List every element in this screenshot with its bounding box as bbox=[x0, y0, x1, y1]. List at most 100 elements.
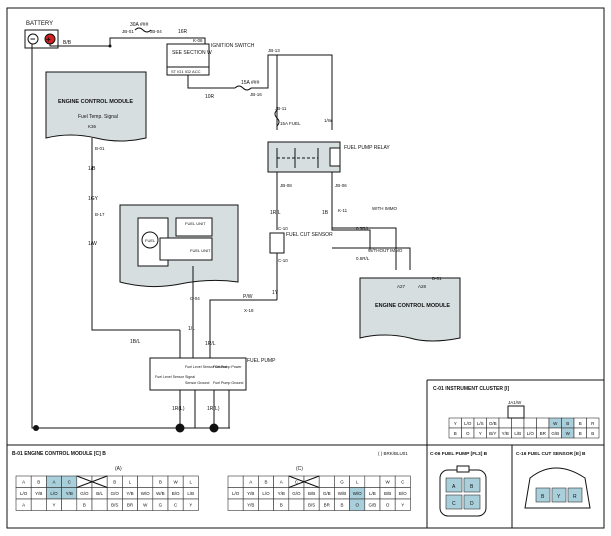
svg-text:O: O bbox=[355, 503, 359, 508]
svg-text:B/L: B/L bbox=[96, 491, 103, 496]
connector-pin: B/B bbox=[303, 487, 320, 500]
connector-pin: B/B bbox=[379, 487, 396, 500]
connector-label: JB-01 bbox=[122, 29, 134, 34]
connector-pin: Y/B bbox=[273, 487, 290, 500]
svg-text:W/O: W/O bbox=[353, 491, 362, 496]
svg-text:Y/B: Y/B bbox=[502, 431, 509, 436]
svg-text:JB-16: JB-16 bbox=[250, 92, 262, 97]
svg-text:A: A bbox=[52, 480, 55, 485]
connector-pin: W bbox=[548, 417, 562, 429]
connector-pin bbox=[523, 417, 537, 429]
connector-pin: W/O bbox=[349, 487, 366, 500]
fuel-cut-connector: B Y R bbox=[524, 467, 591, 509]
svg-text:G/B: G/B bbox=[369, 503, 377, 508]
svg-text:JB-08: JB-08 bbox=[280, 183, 292, 188]
connector-pin: B bbox=[30, 475, 47, 488]
svg-text:O/B: O/B bbox=[489, 421, 497, 426]
connector-pin bbox=[288, 498, 305, 511]
connector-pin: G/B bbox=[318, 487, 335, 500]
connector-pin: B bbox=[573, 417, 587, 429]
svg-text:B: B bbox=[541, 494, 545, 500]
svg-text:C: C bbox=[452, 501, 456, 507]
svg-text:1B: 1B bbox=[322, 210, 329, 216]
connector-pin: Y bbox=[448, 417, 462, 429]
connector-pin: A bbox=[242, 475, 259, 488]
blank-pin-mark bbox=[76, 475, 108, 488]
svg-text:B: B bbox=[280, 503, 283, 508]
connector-pin bbox=[511, 417, 525, 429]
svg-text:W: W bbox=[143, 503, 148, 508]
svg-text:1/W: 1/W bbox=[324, 118, 333, 123]
panel-title: C-06 FUEL PUMP [FL3] B bbox=[430, 451, 488, 457]
svg-text:0.5R/L: 0.5R/L bbox=[356, 226, 370, 231]
svg-text:Y/B: Y/B bbox=[35, 491, 42, 496]
svg-text:C: C bbox=[401, 480, 405, 485]
connector-pin: Y bbox=[473, 427, 487, 439]
svg-text:1R/L: 1R/L bbox=[205, 341, 216, 347]
svg-text:L/B: L/B bbox=[187, 491, 194, 496]
svg-text:R: R bbox=[573, 494, 577, 500]
svg-text:L/B: L/B bbox=[514, 431, 521, 436]
svg-text:L/O: L/O bbox=[527, 431, 535, 436]
connector-pin: B/O bbox=[167, 487, 184, 500]
connector-pin: B/O bbox=[394, 487, 411, 500]
svg-text:1GY: 1GY bbox=[88, 196, 99, 202]
fuel-unit: FUEL FUEL UNIT FUEL UNIT bbox=[119, 204, 239, 288]
svg-text:Y: Y bbox=[401, 503, 404, 508]
fuel-pump: FUEL PUMP Fuel Level Sensor Signal Fuel … bbox=[149, 357, 276, 391]
svg-text:A28: A28 bbox=[418, 284, 427, 289]
connector-pin: A bbox=[46, 475, 62, 488]
svg-text:L/O: L/O bbox=[232, 491, 240, 496]
svg-text:1R/L: 1R/L bbox=[270, 210, 281, 216]
connector-pin: Y bbox=[394, 498, 411, 511]
svg-text:B/Y: B/Y bbox=[489, 431, 496, 436]
battery-label: BATTERY bbox=[26, 21, 53, 27]
connector-pin: L bbox=[122, 475, 138, 488]
connector-pin: BR bbox=[318, 498, 335, 511]
svg-text:JA1/W: JA1/W bbox=[508, 400, 522, 405]
svg-text:G01: G01 bbox=[176, 427, 183, 431]
panel-title: C-01 INSTRUMENT CLUSTER [I] bbox=[433, 386, 509, 392]
connector-pin: Y bbox=[182, 498, 199, 511]
connector-pin: B bbox=[448, 427, 462, 439]
svg-text:Y/B: Y/B bbox=[66, 491, 73, 496]
svg-text:A: A bbox=[280, 480, 283, 485]
connector-pin bbox=[91, 498, 108, 511]
svg-text:B: B bbox=[579, 431, 582, 436]
connector-pin: Y/B bbox=[242, 487, 259, 500]
ecm-top-label: ENGINE CONTROL MODULE bbox=[58, 99, 133, 105]
connector-pin: BR bbox=[536, 427, 550, 439]
svg-text:Y/B: Y/B bbox=[278, 491, 285, 496]
svg-text:G/O: G/O bbox=[292, 491, 301, 496]
svg-text:O: O bbox=[466, 431, 470, 436]
connector-pin bbox=[258, 498, 274, 511]
connector-pin: O bbox=[349, 498, 366, 511]
connector-pin: O bbox=[461, 427, 475, 439]
connector-pin bbox=[91, 475, 108, 488]
svg-text:ST IG1 IG2 ACC: ST IG1 IG2 ACC bbox=[171, 69, 201, 74]
svg-text:C: C bbox=[174, 503, 178, 508]
fuse-label: 30A ### bbox=[130, 22, 149, 28]
svg-text:15A ###: 15A ### bbox=[241, 80, 260, 86]
svg-text:JB-11: JB-11 bbox=[275, 106, 287, 111]
svg-text:+: + bbox=[46, 35, 51, 44]
svg-text:B: B bbox=[264, 480, 267, 485]
connector-pin bbox=[227, 475, 244, 488]
svg-text:Fuel Pump Power: Fuel Pump Power bbox=[213, 365, 242, 369]
svg-text:L/B: L/B bbox=[369, 491, 376, 496]
panel-title: C-16 FUEL CUT SENSOR [E] B bbox=[516, 451, 586, 457]
connector-pin bbox=[137, 475, 154, 488]
connector-pin: O bbox=[379, 498, 396, 511]
svg-text:B: B bbox=[579, 421, 582, 426]
svg-text:B-17: B-17 bbox=[95, 212, 105, 217]
connector-pin bbox=[76, 475, 93, 488]
svg-text:−: − bbox=[30, 34, 35, 44]
svg-text:Fuel Level Sensor Signal: Fuel Level Sensor Signal bbox=[155, 375, 195, 379]
svg-text:Y/B: Y/B bbox=[247, 491, 254, 496]
svg-text:BR: BR bbox=[540, 431, 547, 436]
connector-pin: Y bbox=[46, 498, 62, 511]
connector-pin bbox=[536, 417, 550, 429]
svg-text:G: G bbox=[340, 480, 344, 485]
